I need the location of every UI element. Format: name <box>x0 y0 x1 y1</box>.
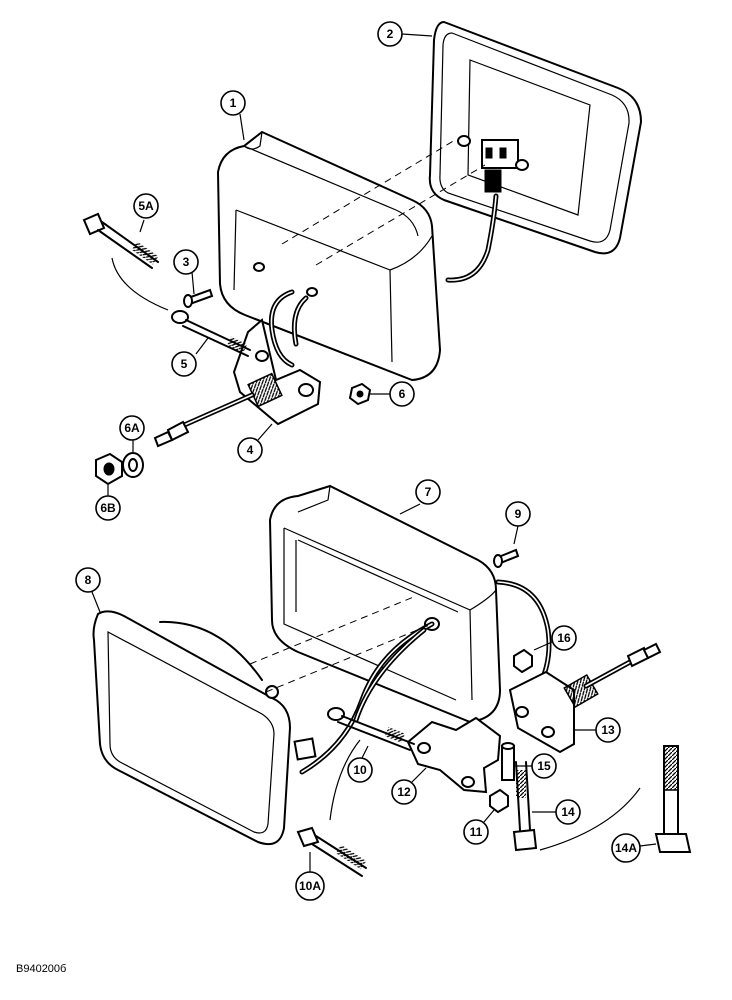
bolt-item-5a <box>82 212 169 311</box>
nut-item-16 <box>513 648 533 674</box>
screw-item-9 <box>493 548 520 568</box>
svg-text:13: 13 <box>601 723 615 737</box>
callout-10: 10 <box>347 745 373 783</box>
svg-text:6A: 6A <box>124 421 140 435</box>
callout-5a: 5A <box>133 193 159 233</box>
svg-text:12: 12 <box>397 785 411 799</box>
drawing-number: B940200б <box>16 963 66 975</box>
washer-item-6a <box>122 452 144 478</box>
callout-14: 14 <box>532 799 581 825</box>
bolt-item-5 <box>171 310 251 357</box>
nut-item-11 <box>489 788 509 814</box>
callout-14a: 14A <box>611 833 657 863</box>
svg-text:15: 15 <box>537 759 551 773</box>
svg-text:9: 9 <box>515 507 522 521</box>
upper-lamp-wiring <box>268 139 499 368</box>
svg-text:6B: 6B <box>100 501 116 515</box>
svg-text:11: 11 <box>470 825 483 839</box>
spacer-item-15 <box>501 742 515 781</box>
bolt-item-14a <box>539 745 692 853</box>
svg-text:1: 1 <box>230 96 237 110</box>
callout-6b: 6B <box>95 484 121 521</box>
bolt-item-10a <box>296 739 367 877</box>
callout-4: 4 <box>237 423 273 463</box>
callout-2: 2 <box>377 21 433 47</box>
svg-text:6: 6 <box>399 387 406 401</box>
callout-16: 16 <box>533 625 577 651</box>
callout-9: 9 <box>505 501 531 545</box>
nut-item-6 <box>348 382 372 406</box>
lower-lamp-housing <box>268 484 502 724</box>
callout-6: 6 <box>370 381 415 407</box>
svg-text:14: 14 <box>561 805 575 819</box>
svg-text:3: 3 <box>183 255 190 269</box>
callout-6a: 6A <box>119 415 145 452</box>
callout-12: 12 <box>391 767 427 805</box>
svg-text:10: 10 <box>353 763 367 777</box>
svg-text:8: 8 <box>85 573 92 587</box>
callout-3: 3 <box>173 249 199 295</box>
lower-lamp-wiring <box>249 579 552 775</box>
callout-15: 15 <box>514 753 557 779</box>
lower-mounting-bracket <box>406 716 502 794</box>
bolt-item-10 <box>327 707 415 751</box>
pivot-bracket-item-13 <box>508 642 662 754</box>
callout-1: 1 <box>220 90 246 141</box>
bolt-item-14 <box>512 761 538 852</box>
callout-10a: 10A <box>295 852 325 901</box>
svg-text:7: 7 <box>425 485 432 499</box>
svg-text:14A: 14A <box>615 841 637 855</box>
svg-text:10A: 10A <box>299 879 321 893</box>
callout-5: 5 <box>171 337 209 377</box>
svg-text:2: 2 <box>387 27 394 41</box>
svg-text:16: 16 <box>557 631 571 645</box>
svg-text:5A: 5A <box>138 199 154 213</box>
nut-item-6b <box>95 452 123 486</box>
callout-11: 11 <box>463 809 495 845</box>
lower-lamp-lens <box>92 610 292 846</box>
callout-13: 13 <box>574 717 621 743</box>
svg-text:4: 4 <box>247 443 254 457</box>
upper-lamp-lens <box>428 21 642 255</box>
svg-text:5: 5 <box>181 357 188 371</box>
screw-item-3 <box>183 288 214 308</box>
upper-mounting-bracket <box>153 318 322 448</box>
callout-8: 8 <box>75 567 101 613</box>
callout-7: 7 <box>399 479 441 515</box>
